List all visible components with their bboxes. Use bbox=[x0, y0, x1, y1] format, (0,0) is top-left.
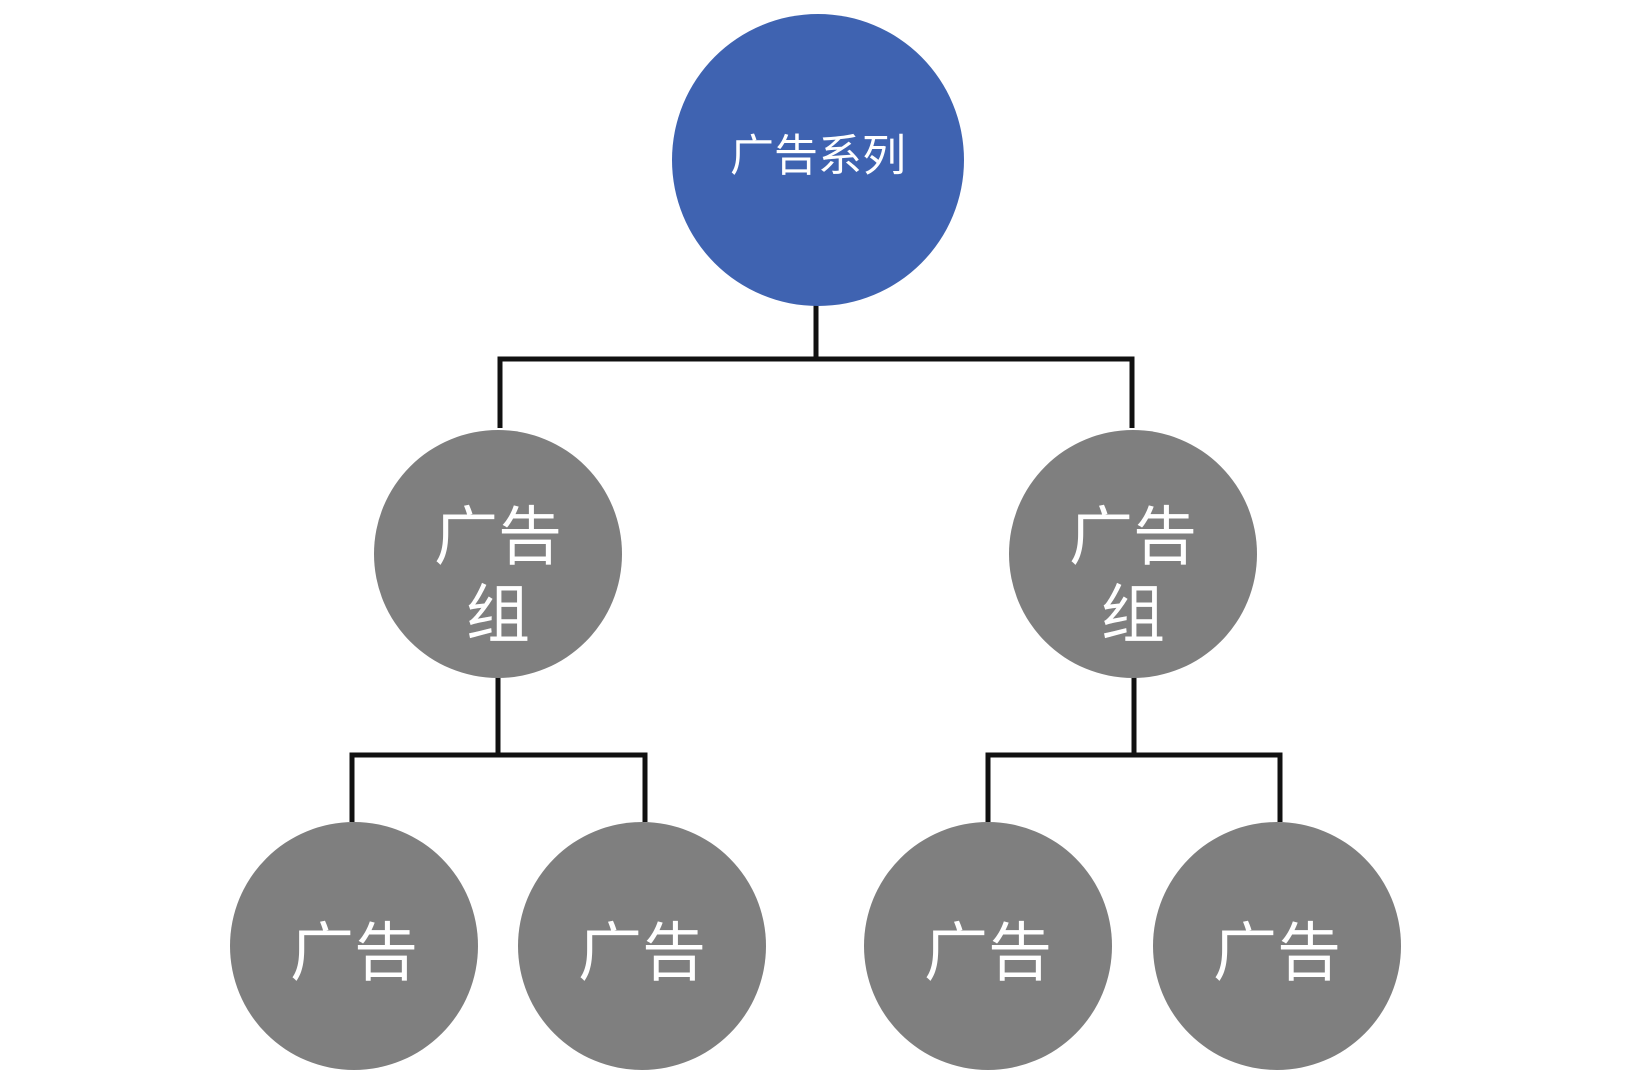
root-label: 广告系列 bbox=[730, 131, 906, 182]
ad-node: 广告 bbox=[864, 822, 1112, 1070]
connectors bbox=[349, 305, 1283, 822]
root-node: 广告系列 bbox=[672, 14, 964, 306]
ad-node: 广告 bbox=[518, 822, 766, 1070]
ad-group-label-line2: 组 bbox=[466, 579, 530, 653]
connector-root-groups bbox=[497, 356, 1135, 428]
ad-label: 广告 bbox=[924, 917, 1052, 991]
ad-label: 广告 bbox=[290, 917, 418, 991]
ad-node: 广告 bbox=[230, 822, 478, 1070]
ad-group-label-line1: 广告 bbox=[1069, 501, 1197, 575]
ad-group-label-line1: 广告 bbox=[434, 501, 562, 575]
ad-label: 广告 bbox=[578, 917, 706, 991]
ad-group-node-left: 广告 组 bbox=[374, 430, 622, 678]
ad-group-node-right: 广告 组 bbox=[1009, 430, 1257, 678]
connector-left-ads bbox=[349, 752, 648, 822]
connector-right-ads bbox=[985, 752, 1283, 822]
ad-label: 广告 bbox=[1213, 917, 1341, 991]
ad-group-label-line2: 组 bbox=[1101, 579, 1165, 653]
ad-node: 广告 bbox=[1153, 822, 1401, 1070]
